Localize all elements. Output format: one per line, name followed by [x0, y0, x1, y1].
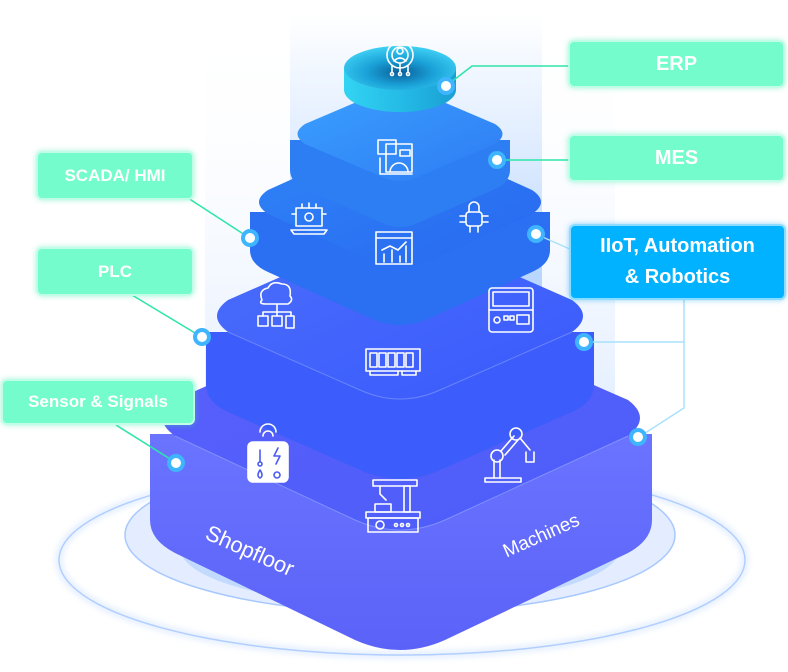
connector-nodes	[167, 77, 647, 472]
label-iiot-line2: & Robotics	[624, 266, 731, 288]
sensor-box-icon	[247, 423, 289, 483]
robot-arm-icon	[484, 427, 535, 483]
connector-iiot-shop	[638, 300, 685, 438]
control-panel-icon	[488, 287, 534, 333]
cloud-network-devices-icon	[257, 281, 295, 329]
connector-lines	[115, 65, 685, 463]
connector-sensor	[115, 424, 176, 463]
label-mes-text: MES	[654, 146, 699, 169]
label-sensor-text: Sensor & Signals	[28, 392, 168, 411]
gear-user-network-icon	[386, 41, 414, 77]
node-scada	[241, 229, 259, 247]
label-sensor: Sensor & Signals	[1, 379, 195, 425]
label-plc-text: PLC	[98, 261, 132, 281]
layer-mes	[290, 87, 510, 227]
layer-erp	[344, 46, 456, 112]
label-scada: SCADA/ HMI	[36, 151, 194, 200]
label-mes: MES	[568, 134, 785, 182]
circuit-lock-icon	[459, 201, 489, 233]
node-iiot-shop	[629, 428, 647, 446]
node-mes	[488, 151, 506, 169]
node-plc	[193, 328, 211, 346]
label-plc: PLC	[36, 247, 194, 296]
laptop-gear-circuit-icon	[290, 202, 328, 235]
node-sensor	[167, 454, 185, 472]
label-iiot: IIoT, Automation & Robotics	[569, 224, 786, 300]
label-erp: ERP	[568, 40, 785, 88]
label-erp-text: ERP	[655, 52, 698, 75]
connector-scada	[187, 197, 249, 238]
analytics-chart-window-icon	[375, 231, 413, 265]
cnc-machine-icon	[365, 479, 421, 533]
documents-dashboard-icon	[377, 139, 413, 175]
node-iiot-plc	[575, 333, 593, 351]
label-scada-text: SCADA/ HMI	[64, 165, 166, 185]
connector-plc	[131, 294, 201, 337]
node-iiot-scada	[527, 225, 545, 243]
memory-module-icon	[365, 348, 421, 376]
connector-erp	[445, 65, 570, 87]
node-erp	[437, 77, 455, 95]
label-iiot-line1: IIoT, Automation	[600, 235, 755, 257]
